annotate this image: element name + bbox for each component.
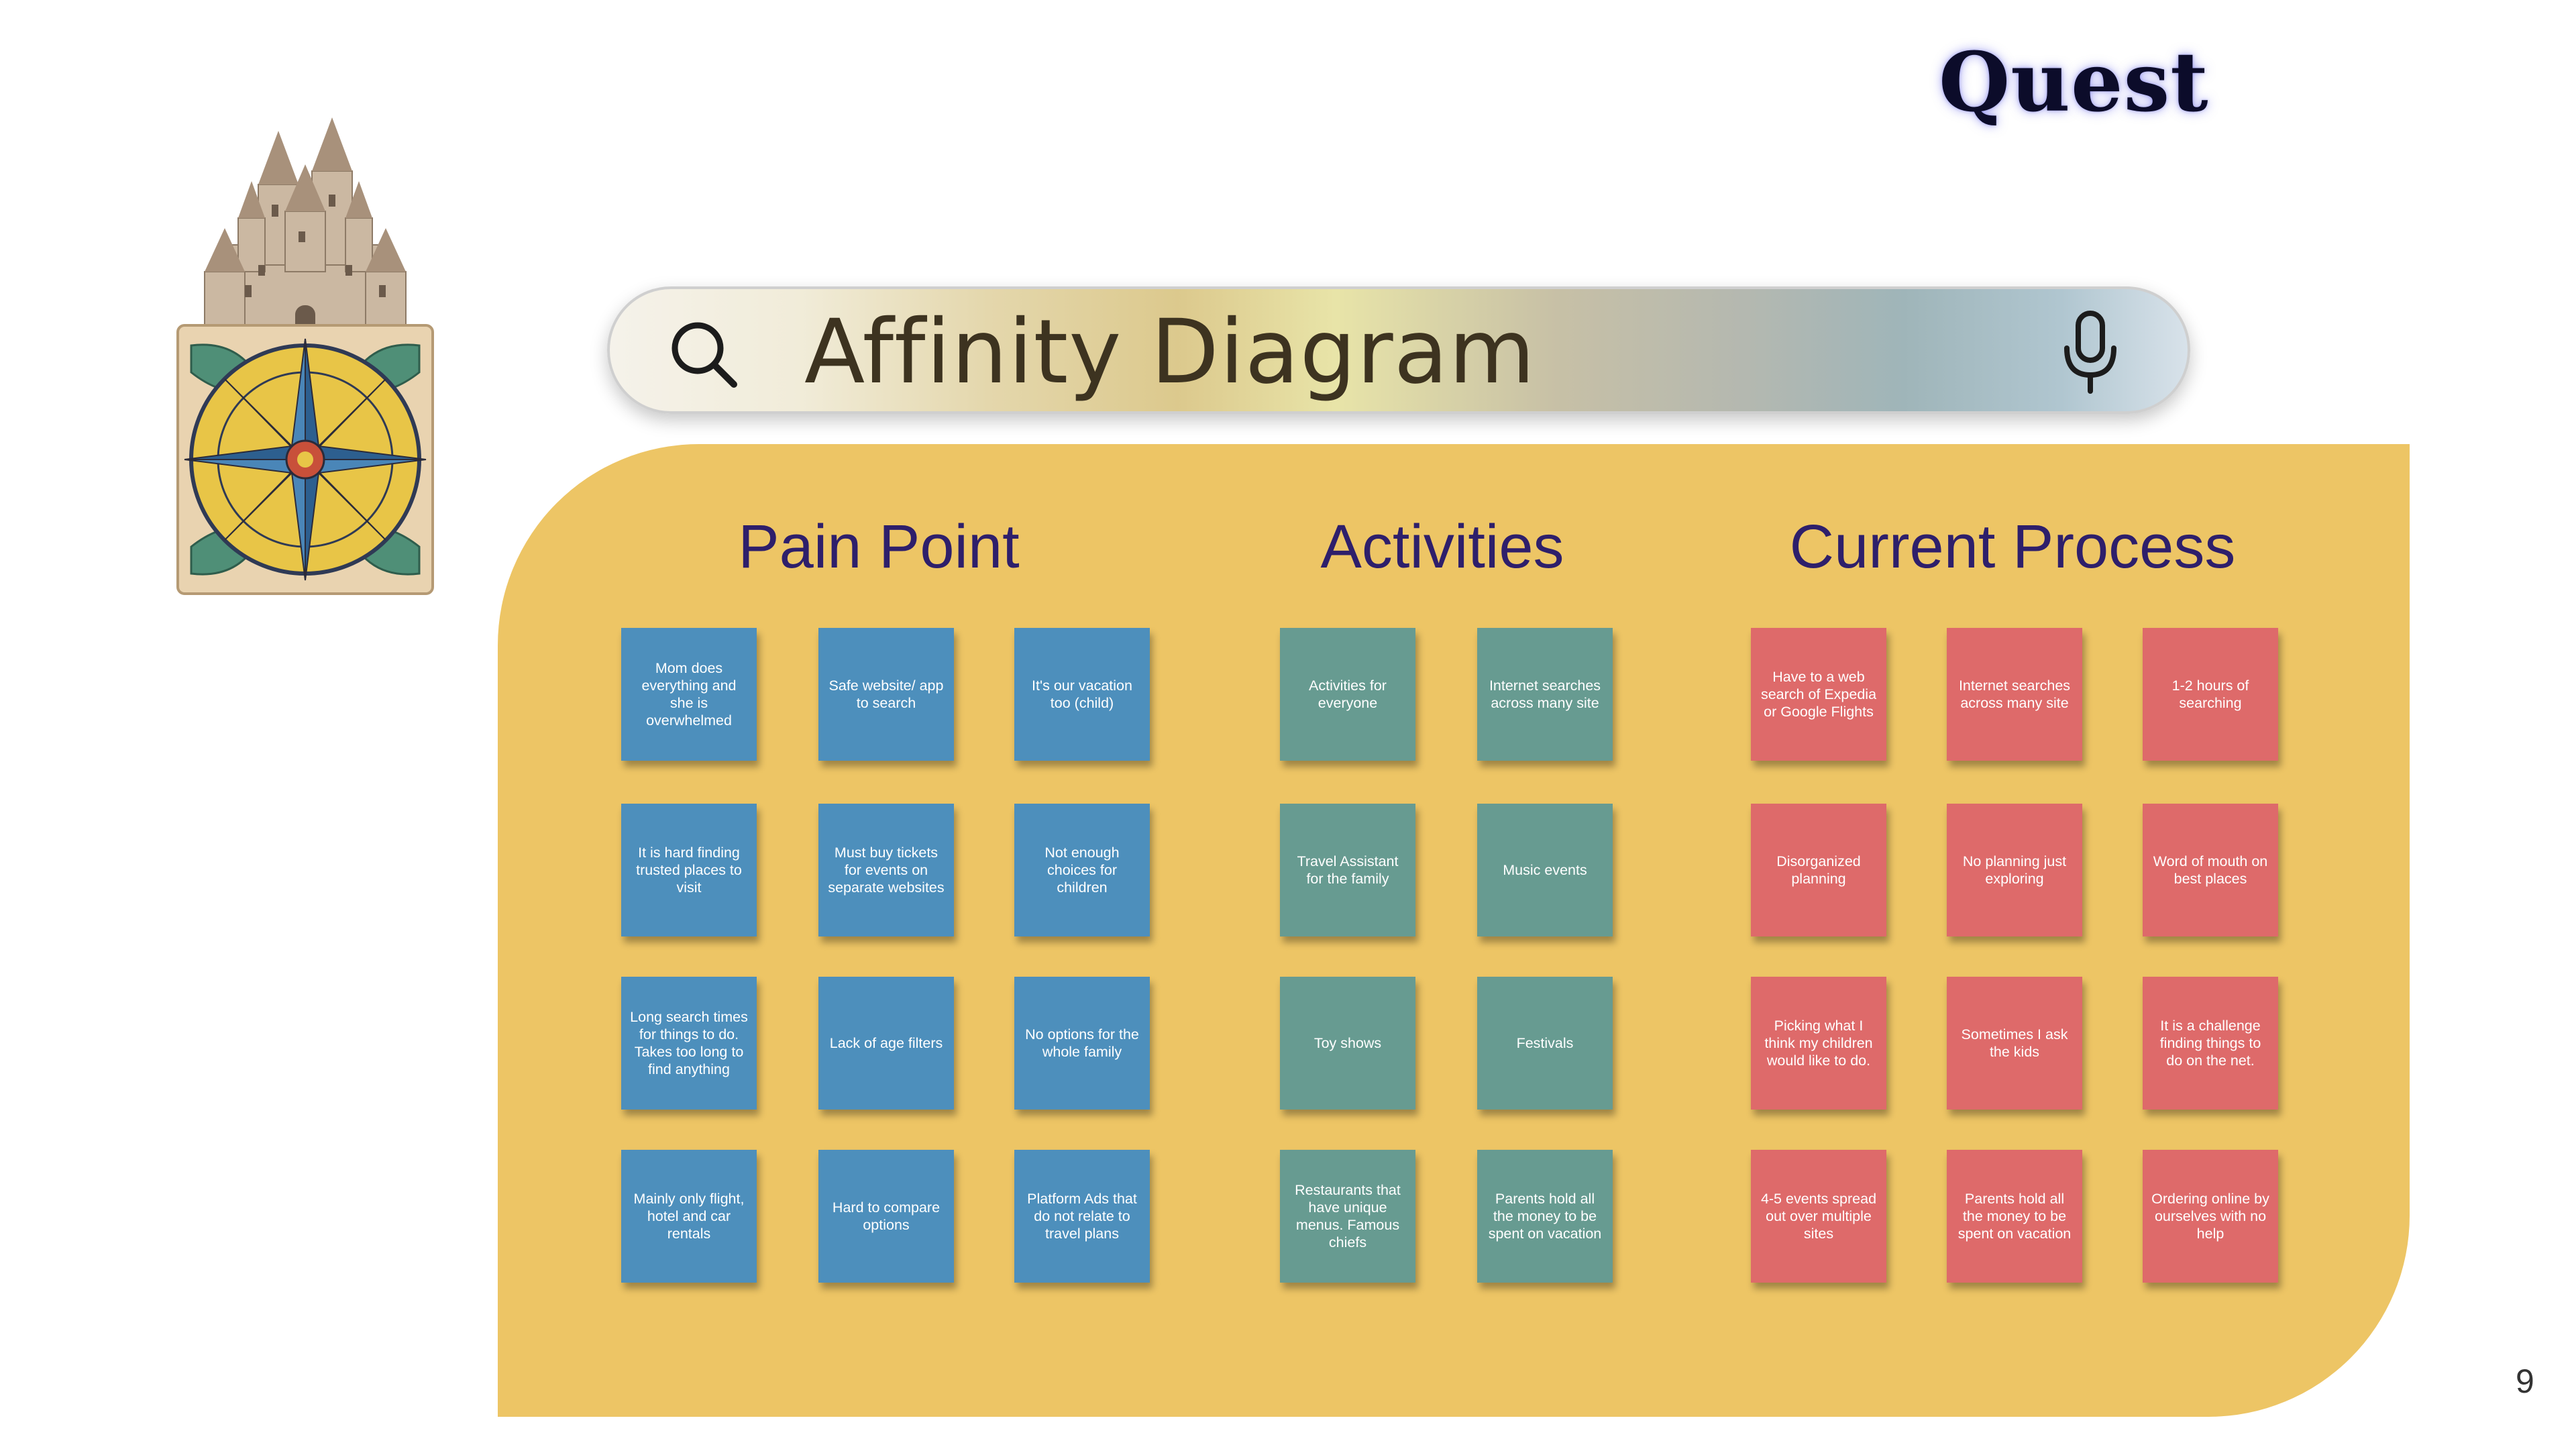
sticky-note: Toy shows <box>1280 977 1415 1110</box>
search-bar[interactable]: Affinity Diagram <box>607 286 2190 414</box>
sticky-note: Hard to compare options <box>818 1150 954 1283</box>
sticky-note: Must buy tickets for events on separate … <box>818 804 954 936</box>
sticky-note: Music events <box>1477 804 1613 936</box>
sticky-note: Lack of age filters <box>818 977 954 1110</box>
sticky-note: Mom does everything and she is overwhelm… <box>621 628 757 761</box>
sticky-note: 1-2 hours of searching <box>2143 628 2278 761</box>
castle-compass-logo <box>176 117 434 595</box>
sticky-note: Activities for everyone <box>1280 628 1415 761</box>
sticky-note: Picking what I think my children would l… <box>1751 977 1886 1110</box>
sticky-note: It is a challenge finding things to do o… <box>2143 977 2278 1110</box>
sticky-note: Travel Assistant for the family <box>1280 804 1415 936</box>
sticky-note: Parents hold all the money to be spent o… <box>1477 1150 1613 1283</box>
sticky-note: Mainly only flight, hotel and car rental… <box>621 1150 757 1283</box>
search-title: Affinity Diagram <box>804 301 1536 404</box>
brand-title: Quest <box>1939 34 2209 130</box>
sticky-note: Internet searches across many site <box>1947 628 2082 761</box>
page-number: 9 <box>2516 1362 2534 1400</box>
sticky-note: It is hard finding trusted places to vis… <box>621 804 757 936</box>
sticky-note: Festivals <box>1477 977 1613 1110</box>
microphone-icon[interactable] <box>2060 311 2121 394</box>
sticky-note: Word of mouth on best places <box>2143 804 2278 936</box>
sticky-note: Have to a web search of Expedia or Googl… <box>1751 628 1886 761</box>
sticky-note: Platform Ads that do not relate to trave… <box>1014 1150 1150 1283</box>
affinity-board <box>498 444 2410 1417</box>
sticky-note: It's our vacation too (child) <box>1014 628 1150 761</box>
sticky-note: Parents hold all the money to be spent o… <box>1947 1150 2082 1283</box>
sticky-note: Long search times for things to do. Take… <box>621 977 757 1110</box>
sticky-note: Restaurants that have unique menus. Famo… <box>1280 1150 1415 1283</box>
search-icon[interactable] <box>667 317 741 391</box>
sticky-note: Ordering online by ourselves with no hel… <box>2143 1150 2278 1283</box>
sticky-note: No options for the whole family <box>1014 977 1150 1110</box>
sticky-note: Safe website/ app to search <box>818 628 954 761</box>
sticky-note: Disorganized planning <box>1751 804 1886 936</box>
sticky-note: Not enough choices for children <box>1014 804 1150 936</box>
sticky-note: No planning just exploring <box>1947 804 2082 936</box>
column-title-pain-point: Pain Point <box>738 513 1020 581</box>
sticky-note: 4-5 events spread out over multiple site… <box>1751 1150 1886 1283</box>
sticky-note: Internet searches across many site <box>1477 628 1613 761</box>
column-title-current-process: Current Process <box>1789 513 2236 581</box>
column-title-activities: Activities <box>1320 513 1564 581</box>
sticky-note: Sometimes I ask the kids <box>1947 977 2082 1110</box>
